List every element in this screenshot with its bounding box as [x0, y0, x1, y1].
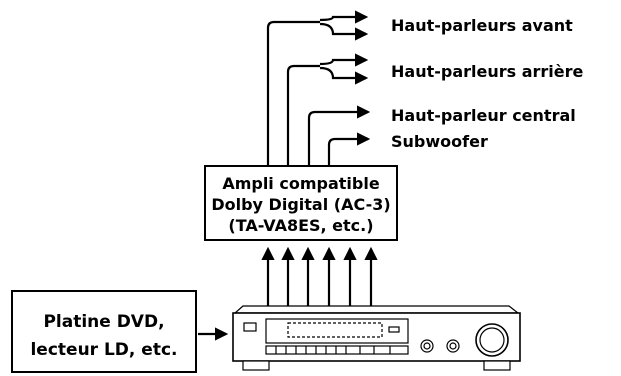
subwoofer-connector [329, 139, 368, 166]
front-speakers-connector [268, 17, 366, 166]
channel-arrows [268, 249, 371, 306]
amplifier-label-line-3: (TA-VA8ES, etc.) [228, 216, 373, 235]
dvd-player-device [233, 306, 520, 370]
device-foot-right [484, 361, 510, 370]
subwoofer-label: Subwoofer [391, 132, 488, 151]
rear-speakers-label: Haut-parleurs arrière [391, 62, 584, 81]
front-speakers-label: Haut-parleurs avant [391, 16, 573, 35]
source-label-line-2: lecteur LD, etc. [30, 340, 177, 360]
device-foot-left [243, 361, 269, 370]
amplifier-label-line-1: Ampli compatible [222, 174, 380, 193]
device-top-panel [235, 306, 518, 313]
source-label-line-1: Platine DVD, [43, 312, 164, 332]
amplifier-label-line-2: Dolby Digital (AC-3) [211, 195, 390, 214]
center-speaker-label: Haut-parleur central [391, 106, 576, 125]
